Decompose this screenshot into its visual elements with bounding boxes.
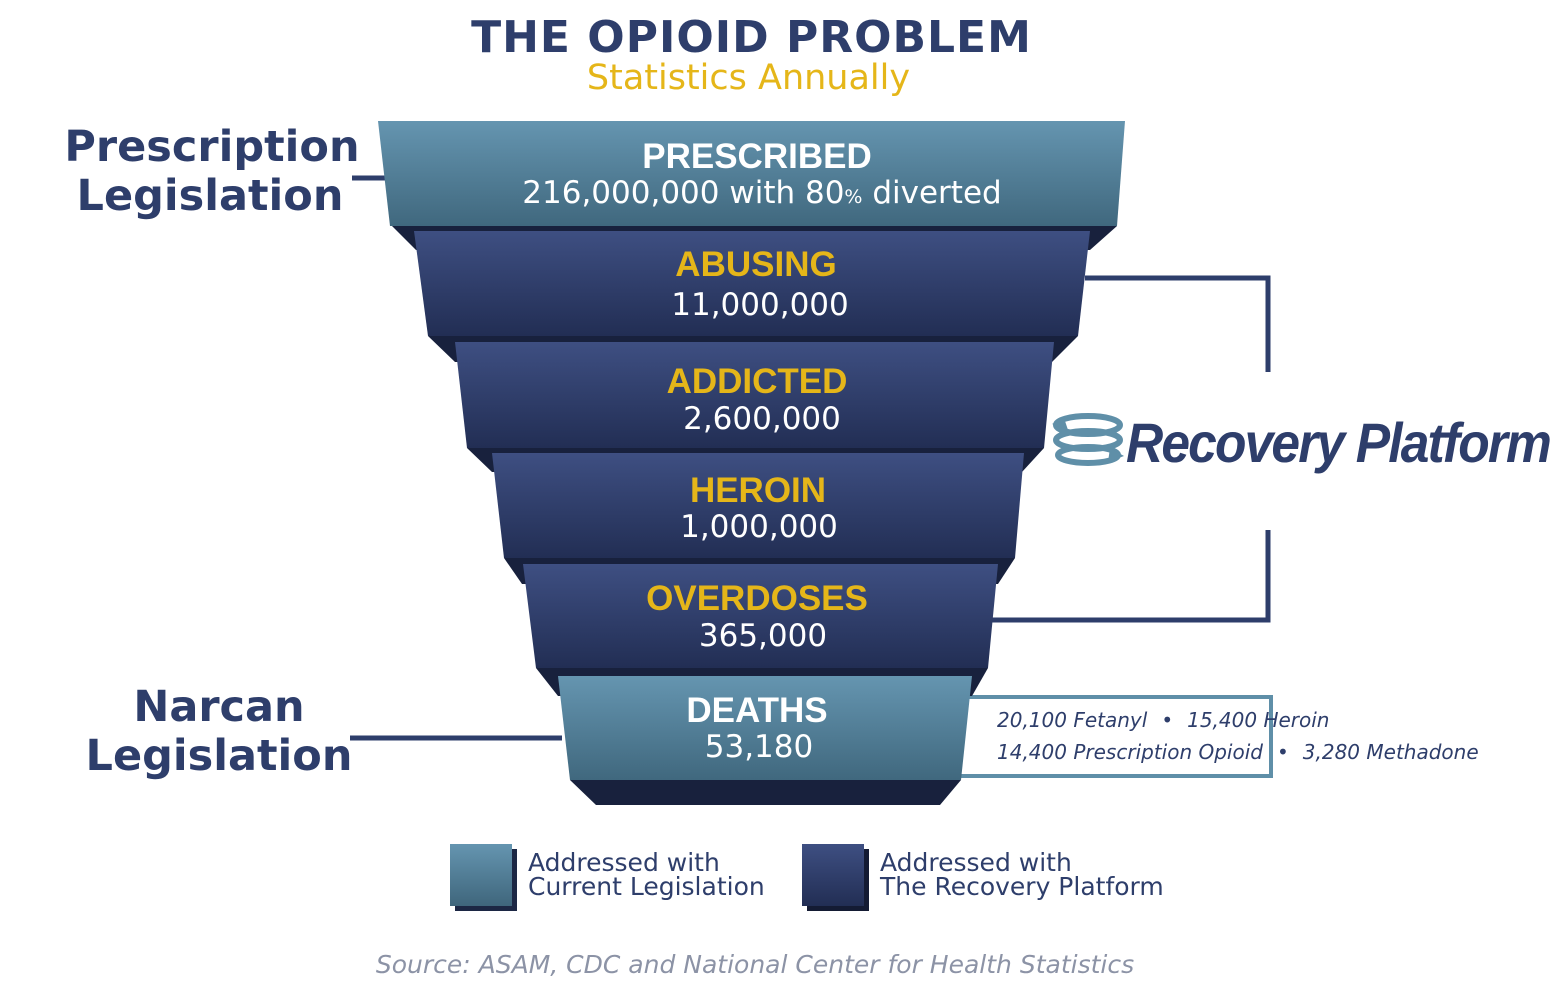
tier-face xyxy=(455,342,1054,448)
prescribed-value-main: 216,000,000 with 80 xyxy=(522,175,844,211)
tier-label-prescribed: PRESCRIBED xyxy=(642,137,871,176)
legend-swatch-legislation xyxy=(450,844,517,911)
tier-value-abusing: 11,000,000 xyxy=(671,287,849,323)
breakdown-heroin: 15,400 Heroin xyxy=(1187,708,1330,732)
tier-face xyxy=(378,121,1125,226)
tier-label-addicted: ADDICTED xyxy=(667,362,848,401)
recovery-platform-logo: Recovery Platform xyxy=(1126,411,1552,474)
funnel-tier-deaths xyxy=(558,676,972,805)
prescribed-value-tail: diverted xyxy=(862,175,1001,211)
tier-label-overdoses: OVERDOSES xyxy=(646,579,868,618)
prescribed-value-pct: % xyxy=(844,186,862,208)
page-title: THE OPIOID PROBLEM xyxy=(471,12,1032,63)
page-subtitle: Statistics Annually xyxy=(586,58,911,98)
tier-face xyxy=(558,676,972,780)
tier-face xyxy=(492,453,1024,558)
recovery-bracket-bottom xyxy=(990,530,1271,623)
tier-label-heroin: HEROIN xyxy=(690,471,826,510)
tier-value-heroin: 1,000,000 xyxy=(680,509,838,545)
legend-legislation-line2: Current Legislation xyxy=(528,872,765,901)
legend-recovery-line2: The Recovery Platform xyxy=(880,872,1164,901)
deaths-breakdown-line2: 14,400 Prescription Opioid • 3,280 Methado… xyxy=(997,740,1479,764)
deaths-breakdown-line1: 20,100 Fetanyl • 15,400 Heroin xyxy=(997,708,1329,732)
tier-value-prescribed: 216,000,000 with 80% diverted xyxy=(522,175,1001,211)
tier-label-deaths: DEATHS xyxy=(686,691,827,730)
breakdown-methadone: 3,280 Methadone xyxy=(1302,740,1479,764)
breakdown-separator: • xyxy=(1276,740,1289,764)
breakdown-fentanyl: 20,100 Fetanyl xyxy=(997,708,1148,732)
narcan-legislation-label: Narcan Legislation xyxy=(74,683,364,781)
legend-label-recovery: Addressed with The Recovery Platform xyxy=(880,848,1164,901)
breakdown-prescription-opioid: 14,400 Prescription Opioid xyxy=(997,740,1263,764)
recovery-swirl-icon xyxy=(1052,413,1124,466)
legend-label-legislation: Addressed with Current Legislation xyxy=(528,848,765,901)
legend-recovery-line1: Addressed with xyxy=(880,848,1072,877)
source-note: Source: ASAM, CDC and National Center fo… xyxy=(375,950,1135,979)
breakdown-separator: • xyxy=(1161,708,1174,732)
recovery-bracket-top xyxy=(1085,275,1271,372)
narcan-label-line1: Narcan xyxy=(133,682,305,732)
tier-face xyxy=(523,564,998,668)
deaths-bracket xyxy=(960,695,1273,778)
prescription-legislation-label: Prescription Legislation xyxy=(62,123,362,221)
tier-shadow xyxy=(570,780,961,805)
tier-face xyxy=(414,231,1090,336)
tier-label-abusing: ABUSING xyxy=(675,245,836,284)
tier-value-overdoses: 365,000 xyxy=(699,618,827,654)
legend-legislation-line1: Addressed with xyxy=(528,848,720,877)
legend-swatch-recovery xyxy=(802,844,869,911)
prescription-label-line1: Prescription xyxy=(64,122,360,172)
narcan-label-line2: Legislation xyxy=(85,731,353,781)
tier-value-deaths: 53,180 xyxy=(705,729,813,765)
tier-value-addicted: 2,600,000 xyxy=(683,401,841,437)
prescription-label-line2: Legislation xyxy=(76,171,344,221)
